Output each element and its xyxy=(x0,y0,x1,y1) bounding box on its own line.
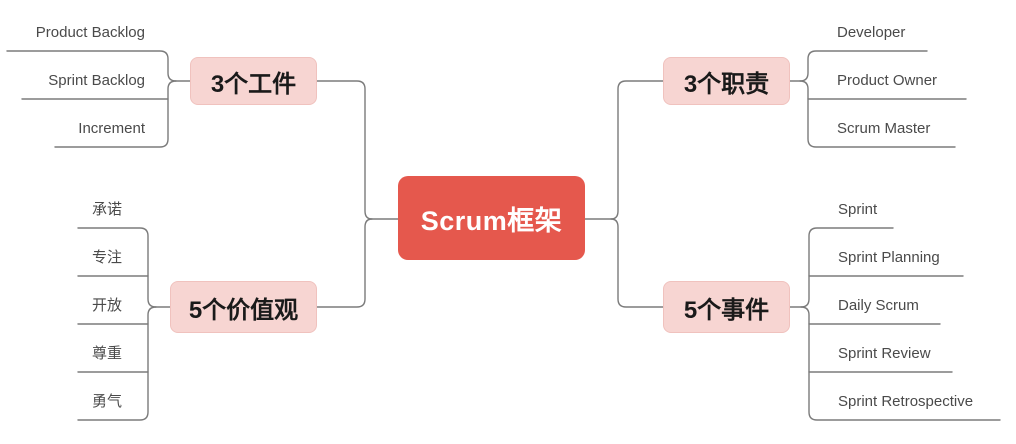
subtopic-product-owner[interactable]: Product Owner xyxy=(837,72,938,89)
subtopic-sprint[interactable]: Sprint xyxy=(838,201,878,218)
subtopic-daily-scrum[interactable]: Daily Scrum xyxy=(838,297,919,314)
bracket-values-top xyxy=(77,227,171,308)
subtopic-respect[interactable]: 尊重 xyxy=(91,345,122,362)
bracket-roles-bottom xyxy=(799,80,956,148)
trunk-right-top xyxy=(584,80,664,220)
subtopic-commitment[interactable]: 承诺 xyxy=(91,201,122,218)
trunk-left-top xyxy=(316,80,399,220)
subtopic-increment[interactable]: Increment xyxy=(78,120,145,137)
subtopic-product-backlog[interactable]: Product Backlog xyxy=(35,24,145,41)
subtopic-sprint-backlog[interactable]: Sprint Backlog xyxy=(48,72,145,89)
trunk-left-bottom xyxy=(316,218,373,308)
subtopic-sprint-planning[interactable]: Sprint Planning xyxy=(838,249,940,266)
bracket-events-top xyxy=(789,227,894,308)
bracket-roles-top xyxy=(789,50,928,82)
bracket-artifacts-bottom xyxy=(54,80,177,148)
bracket-artifacts-top xyxy=(6,50,191,82)
subtopic-sprint-retrospective[interactable]: Sprint Retrospective xyxy=(838,393,974,410)
root-topic[interactable]: Scrum框架 xyxy=(398,176,585,260)
branch-topic-artifacts[interactable]: 3个工件 xyxy=(190,57,317,105)
subtopic-courage[interactable]: 勇气 xyxy=(91,393,122,410)
subtopic-scrum-master[interactable]: Scrum Master xyxy=(837,120,931,137)
bracket-events-bottom xyxy=(800,306,1001,421)
subtopic-sprint-review[interactable]: Sprint Review xyxy=(838,345,931,362)
trunk-right-bottom xyxy=(610,218,664,308)
subtopic-developer[interactable]: Developer xyxy=(837,24,906,41)
subtopic-openness[interactable]: 开放 xyxy=(91,297,122,314)
bracket-values-bottom xyxy=(77,306,157,421)
subtopic-focus[interactable]: 专注 xyxy=(91,249,122,266)
branch-topic-events[interactable]: 5个事件 xyxy=(663,281,790,333)
branch-topic-roles[interactable]: 3个职责 xyxy=(663,57,790,105)
branch-topic-values[interactable]: 5个价值观 xyxy=(170,281,317,333)
